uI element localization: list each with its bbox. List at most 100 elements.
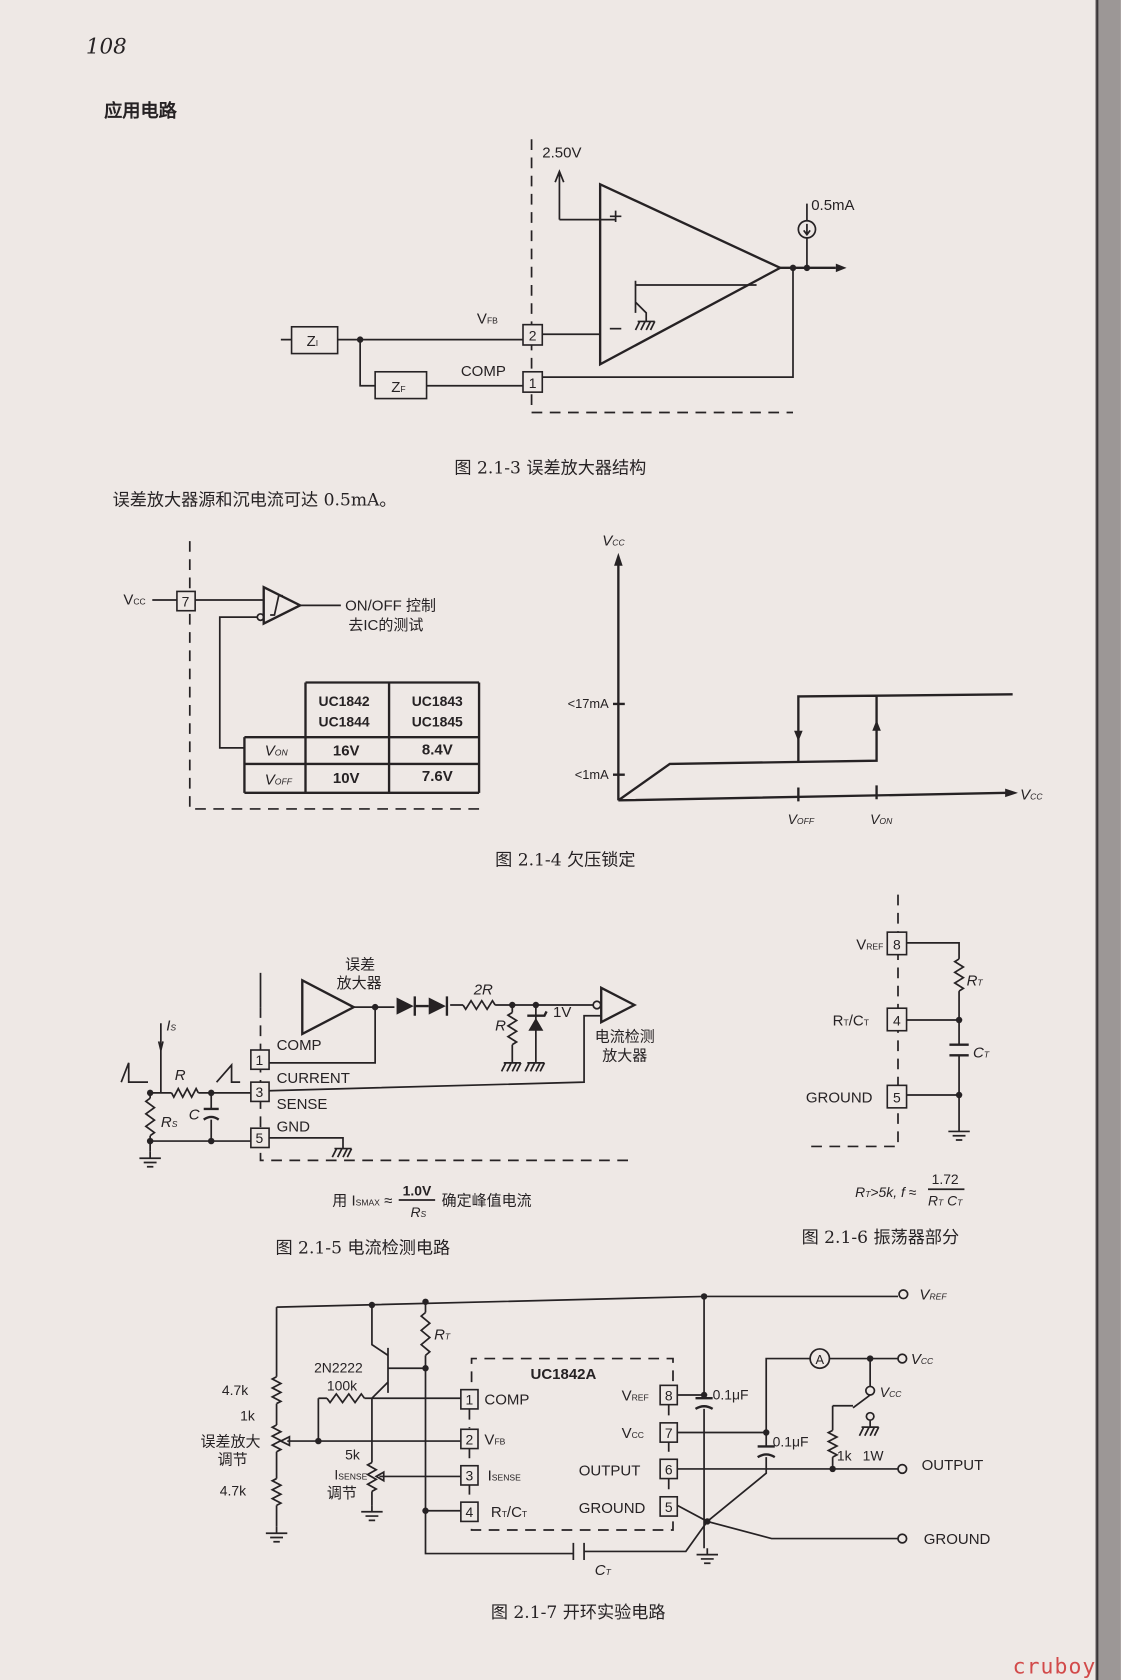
junction-dot: [704, 1518, 711, 1525]
zi-block: [290, 325, 339, 355]
junction-dot: [371, 1003, 379, 1011]
ammeter-label: A: [815, 1352, 824, 1367]
y-tick-low: <1mA: [575, 767, 609, 782]
junction-dot: [955, 1016, 963, 1024]
formula-prefix: 用 ISMAX ≈: [332, 1192, 392, 1209]
ground-terminal: [897, 1533, 908, 1544]
chassis-ground-lines: [524, 1062, 546, 1072]
ground-icon: [361, 1505, 383, 1522]
isense-wiper-wire: [371, 1470, 461, 1506]
right-pin-6: 6 OUTPUT: [579, 1458, 679, 1480]
inverting-bubble: [592, 1000, 602, 1010]
figure-caption: 图 2.1-4 欠压锁定: [495, 851, 635, 871]
ea-adjust-label: 误差放大: [200, 1433, 260, 1450]
output-terminal-label: OUTPUT: [922, 1457, 984, 1474]
junction-dot: [208, 1137, 215, 1145]
figure-2-1-6: 8 4 5 VREF RT/CT GROUND RT CT RT>5k, f ≈…: [802, 894, 990, 1248]
gnd-wire: [269, 1137, 344, 1149]
cs-comparator-symbol: [600, 985, 637, 1025]
peak-current-formula: 用 ISMAX ≈ 1.0V RS 确定峰值电流: [332, 1183, 531, 1220]
table-cell: 10V: [333, 770, 360, 787]
gnd-label: GND: [277, 1118, 310, 1135]
cap2-label: 0.1μF: [773, 1433, 809, 1449]
error-amplifier-symbol: [301, 978, 357, 1036]
ground-lines: [696, 1548, 718, 1565]
junction-dot: [532, 1001, 540, 1009]
ref-wire: [554, 169, 617, 221]
pin-box: [460, 1501, 479, 1523]
cs-amp-label: 放大器: [602, 1048, 647, 1065]
table-cell: 7.6V: [422, 768, 453, 785]
pin-1-label: 1: [529, 375, 537, 391]
resistor-rt-icon: [953, 958, 965, 992]
junction-dot: [422, 1365, 429, 1372]
diode-bars: [413, 996, 449, 1016]
c-label: C: [189, 1107, 200, 1124]
output-network-wires: [676, 1296, 898, 1549]
figure-caption: 图 2.1-3 误差放大器结构: [454, 459, 646, 479]
capacitor-ct-icon: [949, 1043, 969, 1057]
figure-caption: 图 2.1-5 电流检测电路: [276, 1239, 451, 1259]
error-amp-label: 误差: [345, 957, 375, 974]
sense-label: SENSE: [277, 1096, 328, 1113]
pin-5-label: 5: [256, 1130, 264, 1146]
pin-label: OUTPUT: [579, 1462, 641, 1479]
cs-wires: [269, 1004, 593, 1064]
vcc-switch-terminal: [865, 1385, 876, 1396]
comparator-symbol: [262, 585, 303, 626]
switch-contact: [865, 1411, 875, 1422]
ct-label: CT: [595, 1562, 612, 1579]
figure-caption: 图 2.1-6 振荡器部分: [802, 1228, 960, 1248]
pin-box: [460, 1464, 479, 1486]
ground-icon: [139, 1151, 161, 1168]
ground-icon: [634, 320, 656, 331]
junction-dot: [208, 1089, 215, 1097]
sense-input-wires: [149, 1023, 251, 1152]
r-base-label: 100k: [327, 1378, 357, 1394]
pin-label: RT/CT: [491, 1504, 528, 1521]
ea-wiper-wire: [278, 1435, 461, 1447]
ct-label: CT: [973, 1045, 990, 1062]
pin-2-box: [522, 323, 544, 346]
pin-number: 8: [665, 1387, 673, 1403]
inverting-bubble: [256, 613, 265, 622]
table-header-cell: UC1845: [412, 713, 463, 729]
figure-2-1-5: 误差 放大器 2R R 1V 电流检测 放大器 1 3 5 COMP CURRE…: [120, 957, 655, 1259]
von-tick-label: VON: [870, 811, 893, 827]
zi-label: ZI: [307, 333, 319, 350]
direction-arrow-icon: [794, 720, 881, 742]
junction-dot: [146, 1089, 154, 1097]
error-amp-label: 放大器: [337, 975, 382, 992]
minus-sign: −: [609, 315, 623, 341]
rt-label: RT: [967, 973, 984, 990]
resistor-2r-icon: [462, 999, 496, 1011]
ground-icon: [265, 1526, 288, 1543]
ground-terminal-label: GROUND: [924, 1531, 991, 1548]
pin-label: VCC: [622, 1425, 644, 1442]
row-label-von: VON: [265, 742, 289, 759]
table-cell: 8.4V: [422, 741, 453, 758]
load-label: 1k: [837, 1447, 852, 1463]
error-amplifier-symbol: [598, 182, 783, 367]
page-number: 108: [86, 35, 127, 60]
current-label: CURRENT: [277, 1070, 350, 1087]
zf-label: ZF: [391, 379, 405, 396]
ground-icon: [524, 1062, 546, 1072]
pin-number: 4: [466, 1504, 474, 1520]
feedback-wire: [542, 267, 794, 378]
pin-box: [659, 1495, 679, 1517]
current-arrow-icon: [157, 1041, 164, 1051]
ic-boundary: [188, 541, 480, 810]
filtered-waveform-icon: [215, 1062, 241, 1083]
frequency-formula: RT>5k, f ≈ 1.72 RT CT: [855, 1171, 965, 1208]
r-label: R: [495, 1018, 506, 1035]
pin-box: [460, 1428, 479, 1450]
ground-lines: [948, 1125, 970, 1141]
diode-icon: [396, 997, 446, 1015]
formula-suffix: 确定峰值电流: [442, 1192, 532, 1209]
graph-axes: [617, 562, 1008, 802]
figure-2-1-7: VREF 4.7k 1k 误差放大 调节 4.7k 2N2222 RT 100k…: [200, 1287, 990, 1623]
formula-condition: RT>5k, f ≈: [855, 1184, 917, 1200]
rs-label: RS: [161, 1114, 178, 1131]
